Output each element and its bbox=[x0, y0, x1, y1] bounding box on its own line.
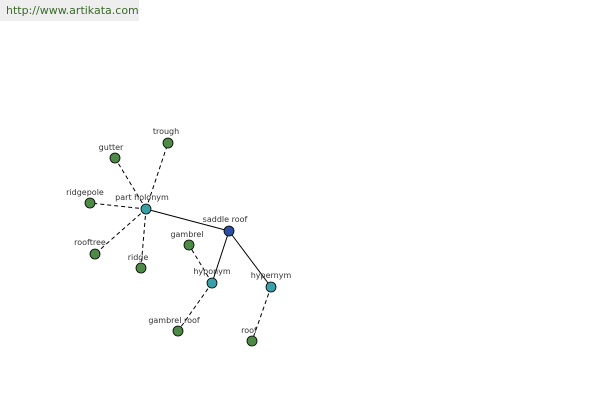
node-roof[interactable] bbox=[246, 335, 258, 347]
edge-part-holonym-to-gutter bbox=[114, 157, 147, 210]
node-hypernym[interactable] bbox=[265, 281, 277, 293]
node-gutter[interactable] bbox=[109, 152, 121, 164]
node-label-saddle-roof[interactable]: saddle roof bbox=[203, 215, 248, 224]
edge-saddle-roof-to-hyponym bbox=[211, 230, 230, 284]
node-ridge[interactable] bbox=[135, 262, 147, 274]
node-part-holonym[interactable] bbox=[140, 203, 152, 215]
node-saddle-roof[interactable] bbox=[223, 225, 235, 237]
node-label-gutter[interactable]: gutter bbox=[99, 143, 124, 152]
edge-part-holonym-to-ridgepole bbox=[89, 202, 147, 210]
node-label-roof[interactable]: roof bbox=[241, 326, 257, 335]
graph-labels: saddle roof part holonym hyponym hypernym tr… bbox=[66, 127, 291, 335]
node-ridgepole[interactable] bbox=[84, 197, 96, 209]
node-label-hyponym[interactable]: hyponym bbox=[193, 267, 231, 276]
node-label-ridgepole[interactable]: ridgepole bbox=[66, 188, 104, 197]
site-url-link[interactable]: http://www.artikata.com bbox=[0, 0, 139, 21]
edge-hypernym-to-roof bbox=[251, 286, 272, 342]
graph-nodes bbox=[84, 137, 277, 347]
edge-saddle-roof-to-hypernym bbox=[228, 230, 272, 288]
node-label-trough[interactable]: trough bbox=[153, 127, 179, 136]
node-gambrel-roof[interactable] bbox=[172, 325, 184, 337]
edge-part-holonym-to-ridge bbox=[140, 208, 147, 269]
edge-saddle-roof-to-part-holonym bbox=[145, 208, 230, 232]
node-rooftree[interactable] bbox=[89, 248, 101, 260]
node-label-part-holonym[interactable]: part holonym bbox=[115, 193, 169, 202]
edge-hyponym-to-gambrel bbox=[188, 244, 213, 284]
edge-hyponym-to-gambrel-roof bbox=[177, 282, 213, 332]
graph-edges bbox=[89, 142, 272, 342]
node-label-gambrel-roof[interactable]: gambrel roof bbox=[148, 316, 200, 325]
node-label-ridge[interactable]: ridge bbox=[128, 253, 149, 262]
edge-part-holonym-to-rooftree bbox=[94, 208, 147, 255]
node-hyponym[interactable] bbox=[206, 277, 218, 289]
edge-part-holonym-to-trough bbox=[145, 142, 169, 210]
node-trough[interactable] bbox=[162, 137, 174, 149]
node-label-rooftree[interactable]: rooftree bbox=[74, 238, 106, 247]
node-label-gambrel[interactable]: gambrel bbox=[170, 230, 203, 239]
node-gambrel[interactable] bbox=[183, 239, 195, 251]
node-label-hypernym[interactable]: hypernym bbox=[251, 271, 292, 280]
